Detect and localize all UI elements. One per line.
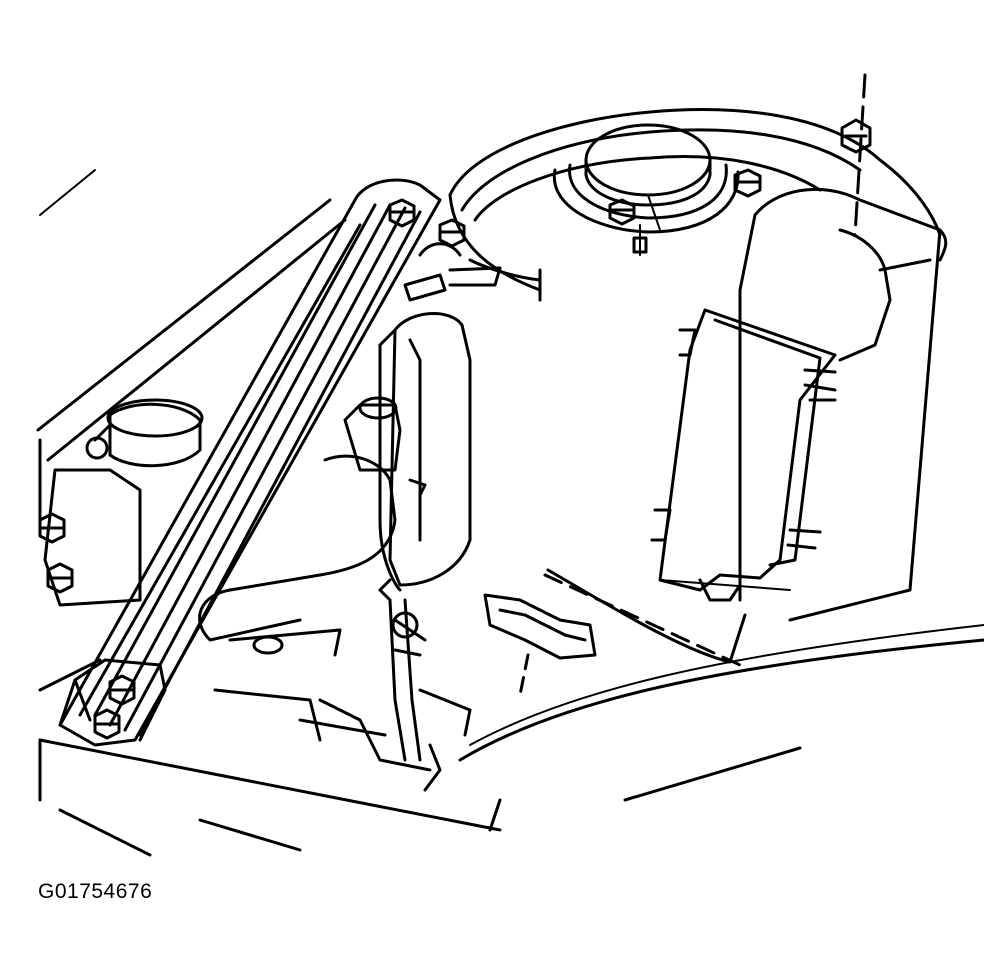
washer-reservoir [200, 398, 425, 640]
clip-retainer [485, 595, 595, 695]
fender-lines [38, 170, 345, 520]
left-bracket-bolts [40, 514, 72, 592]
engine-bay-details [215, 244, 500, 790]
brace-bolt-lower-1 [110, 676, 134, 704]
cowl-panel [40, 660, 500, 855]
strut-tower [450, 110, 940, 300]
radiator-cap [45, 400, 202, 605]
figure-id-label: G01754676 [38, 880, 153, 903]
strut-nuts [440, 170, 760, 246]
brace-bolt-lower-2 [95, 710, 119, 738]
cable-lower [548, 570, 745, 662]
linkage-rod [380, 580, 425, 760]
strut-nut-right [735, 170, 760, 196]
strut-brace [60, 180, 440, 745]
coolant-reservoir [380, 314, 470, 590]
strut-nut-left [610, 200, 634, 224]
battery-box [652, 189, 946, 620]
fastener-callout [842, 75, 870, 235]
strut-nut-inboard [440, 220, 464, 246]
bolt-lower [48, 564, 72, 592]
bolt-upper [40, 514, 64, 542]
alignment-dashed-line [545, 575, 740, 665]
brace-bolt-top [390, 200, 414, 226]
wheelhouse [460, 625, 984, 800]
brace-bolts [95, 200, 414, 738]
